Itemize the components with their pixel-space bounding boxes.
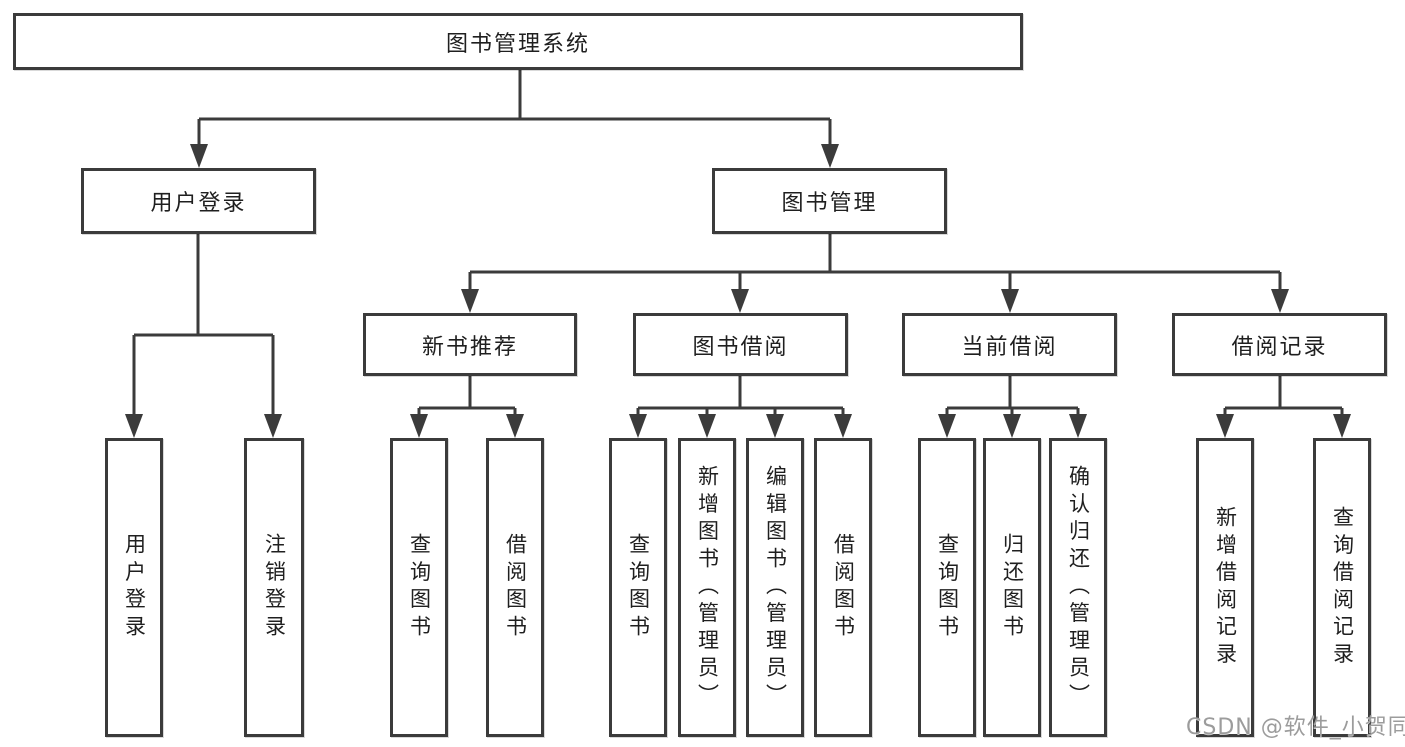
leaf-label: 归还图书 <box>1000 532 1025 643</box>
node-user-login: 用户登录 <box>81 168 316 234</box>
leaf-label: 用户登录 <box>122 532 147 643</box>
leaf-query-books-1: 查询图书 <box>390 438 448 737</box>
node-book-management: 图书管理 <box>712 168 947 234</box>
node-new-book-recommend: 新书推荐 <box>363 313 577 376</box>
leaf-borrow-books-1: 借阅图书 <box>486 438 544 737</box>
leaf-query-borrow-record: 查询借阅记录 <box>1313 438 1371 737</box>
leaf-label: 注销登录 <box>262 532 287 643</box>
leaf-label: 新增借阅记录 <box>1213 505 1238 670</box>
node-label: 图书借阅 <box>692 334 789 360</box>
node-book-borrow: 图书借阅 <box>633 313 848 376</box>
node-label: 图书管理系统 <box>445 31 590 57</box>
leaf-return-books: 归还图书 <box>983 438 1041 737</box>
leaf-label: 查询图书 <box>935 532 960 643</box>
leaf-label: 查询借阅记录 <box>1330 505 1355 670</box>
leaf-query-books-2: 查询图书 <box>609 438 667 737</box>
node-label: 新书推荐 <box>421 334 518 360</box>
connector-userlogin-to-leaves <box>132 233 275 416</box>
leaf-add-books-admin: 新增图书（管理员） <box>678 438 736 737</box>
leaf-user-login: 用户登录 <box>105 438 163 737</box>
leaf-label: 编辑图书（管理员） <box>763 464 788 711</box>
node-label: 借阅记录 <box>1231 334 1328 360</box>
connector-level3-to-leaves <box>417 375 1344 416</box>
leaf-label: 新增图书（管理员） <box>695 464 720 711</box>
leaf-borrow-books-2: 借阅图书 <box>814 438 872 737</box>
csdn-watermark: CSDN @软件_小贺同学 <box>1186 715 1405 740</box>
connector-bookmgmt-to-level3 <box>468 233 1282 291</box>
leaf-confirm-return-admin: 确认归还（管理员） <box>1049 438 1107 737</box>
leaf-label: 确认归还（管理员） <box>1066 464 1091 711</box>
leaf-logout: 注销登录 <box>244 438 304 737</box>
node-current-borrow: 当前借阅 <box>902 313 1117 376</box>
arrowheads <box>125 144 1351 438</box>
leaf-label: 查询图书 <box>407 532 432 643</box>
node-label: 用户登录 <box>150 191 247 216</box>
leaf-label: 借阅图书 <box>503 532 528 643</box>
leaf-label: 查询图书 <box>626 532 651 643</box>
node-label: 图书管理 <box>781 191 878 216</box>
leaf-add-borrow-record: 新增借阅记录 <box>1196 438 1254 737</box>
leaf-edit-books-admin: 编辑图书（管理员） <box>746 438 804 737</box>
connector-root-to-level2 <box>197 69 832 146</box>
node-borrow-records: 借阅记录 <box>1172 313 1387 376</box>
node-label: 当前借阅 <box>961 334 1058 360</box>
node-book-management-system: 图书管理系统 <box>13 13 1023 70</box>
leaf-query-books-3: 查询图书 <box>918 438 976 737</box>
leaf-label: 借阅图书 <box>831 532 856 643</box>
